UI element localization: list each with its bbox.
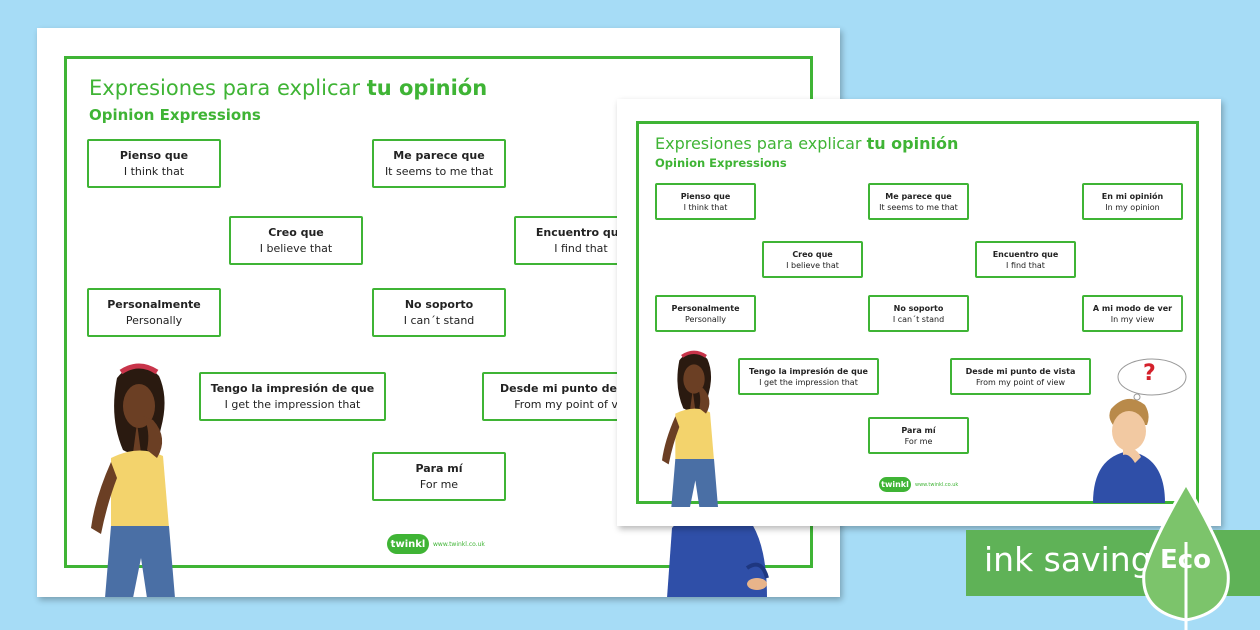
english-phrase: In my opinion bbox=[1105, 202, 1160, 212]
spanish-phrase: Pienso que bbox=[119, 149, 189, 162]
spanish-phrase: Encuentro que bbox=[992, 249, 1059, 259]
eco-label: Eco bbox=[1160, 545, 1212, 575]
phrase-card: Personalmente Personally bbox=[87, 288, 221, 337]
english-phrase: Personally bbox=[685, 314, 726, 324]
phrase-card: Para mí For me bbox=[868, 417, 969, 454]
logo-url: www.twinkl.co.uk bbox=[915, 481, 959, 488]
spanish-phrase: Tengo la impresión de que bbox=[749, 366, 868, 376]
phrase-card: Encuentro que I find that bbox=[975, 241, 1076, 278]
twinkl-logo: twinkl www.twinkl.co.uk bbox=[387, 534, 485, 554]
spanish-phrase: Creo que bbox=[268, 226, 324, 239]
thought-bubble-icon bbox=[1117, 358, 1187, 403]
spanish-phrase: Personalmente bbox=[107, 298, 201, 311]
title-regular: Expresiones para explicar bbox=[89, 76, 360, 100]
phrase-card: A mi modo de ver In my view bbox=[1082, 295, 1183, 332]
twinkl-logo: twinkl www.twinkl.co.uk bbox=[879, 477, 958, 492]
phrase-card: Para mí For me bbox=[372, 452, 506, 501]
spanish-phrase: Tengo la impresión de que bbox=[210, 382, 375, 395]
english-phrase: I can´t stand bbox=[892, 314, 945, 324]
logo-url: www.twinkl.co.uk bbox=[433, 540, 485, 548]
phrase-card: No soporto I can´t stand bbox=[372, 288, 506, 337]
spanish-phrase: Creo que bbox=[792, 249, 833, 259]
english-phrase: I think that bbox=[123, 165, 185, 178]
english-phrase: I find that bbox=[554, 242, 608, 255]
english-phrase: I think that bbox=[683, 202, 728, 212]
question-mark-icon: ? bbox=[1143, 361, 1156, 386]
phrase-card: Desde mi punto de vista From my point of… bbox=[950, 358, 1091, 395]
title-bold: tu opinión bbox=[366, 76, 488, 100]
logo-cloud: twinkl bbox=[387, 534, 429, 554]
spanish-phrase: Para mí bbox=[901, 425, 936, 435]
phrase-card: En mi opinión In my opinion bbox=[1082, 183, 1183, 220]
ink-saving-text: ink saving bbox=[984, 540, 1152, 579]
spanish-phrase: Pienso que bbox=[680, 191, 731, 201]
english-phrase: I find that bbox=[1006, 260, 1045, 270]
spanish-phrase: No soporto bbox=[404, 298, 474, 311]
phrase-card: Creo que I believe that bbox=[762, 241, 863, 278]
spanish-phrase: En mi opinión bbox=[1101, 191, 1164, 201]
boy-illustration-partial bbox=[667, 505, 769, 597]
spanish-phrase: Personalmente bbox=[671, 303, 740, 313]
spanish-phrase: Desde mi punto de vista bbox=[965, 366, 1076, 376]
phrase-card: Creo que I believe that bbox=[229, 216, 363, 265]
title-bold: tu opinión bbox=[866, 134, 959, 153]
worksheet-title: Expresiones para explicar tu opinión bbox=[89, 76, 487, 100]
worksheet-subtitle: Opinion Expressions bbox=[655, 156, 787, 170]
english-phrase: Personally bbox=[125, 314, 183, 327]
english-phrase: For me bbox=[904, 436, 933, 446]
boy-thinking-illustration bbox=[1093, 398, 1165, 503]
english-phrase: I get the impression that bbox=[759, 377, 858, 387]
spanish-phrase: A mi modo de ver bbox=[1092, 303, 1173, 313]
english-phrase: I get the impression that bbox=[224, 398, 361, 411]
phrase-card: No soporto I can´t stand bbox=[868, 295, 969, 332]
phrase-card: Tengo la impresión de que I get the impr… bbox=[199, 372, 386, 421]
spanish-phrase: Desde mi punto de vista bbox=[500, 382, 651, 395]
phrase-card: Me parece que It seems to me that bbox=[868, 183, 969, 220]
spanish-phrase: No soporto bbox=[893, 303, 944, 313]
spanish-phrase: Me parece que bbox=[393, 149, 485, 162]
spanish-phrase: Para mí bbox=[415, 462, 463, 475]
worksheet-subtitle: Opinion Expressions bbox=[89, 106, 261, 124]
english-phrase: In my view bbox=[1110, 314, 1155, 324]
girl-thinking-illustration bbox=[662, 350, 718, 507]
phrase-card: Me parece que It seems to me that bbox=[372, 139, 506, 188]
phrase-card: Pienso que I think that bbox=[87, 139, 221, 188]
english-phrase: It seems to me that bbox=[879, 202, 958, 212]
worksheet-title: Expresiones para explicar tu opinión bbox=[655, 134, 958, 153]
eco-leaf-icon bbox=[1142, 482, 1230, 630]
phrase-card: Pienso que I think that bbox=[655, 183, 756, 220]
logo-cloud: twinkl bbox=[879, 477, 911, 492]
english-phrase: For me bbox=[419, 478, 459, 491]
phrase-card: Tengo la impresión de que I get the impr… bbox=[738, 358, 879, 395]
english-phrase: I believe that bbox=[786, 260, 839, 270]
phrase-card: Personalmente Personally bbox=[655, 295, 756, 332]
english-phrase: I believe that bbox=[259, 242, 333, 255]
title-regular: Expresiones para explicar bbox=[655, 134, 862, 153]
girl-thinking-illustration bbox=[91, 363, 175, 597]
english-phrase: From my point of view bbox=[514, 398, 637, 411]
worksheet-preview-front: Expresiones para explicar tu opinión Opi… bbox=[617, 99, 1221, 526]
worksheet-border bbox=[636, 121, 1199, 504]
spanish-phrase: Me parece que bbox=[885, 191, 952, 201]
english-phrase: It seems to me that bbox=[384, 165, 494, 178]
english-phrase: I can´t stand bbox=[403, 314, 475, 327]
spanish-phrase: Encuentro que bbox=[535, 226, 627, 239]
english-phrase: From my point of view bbox=[975, 377, 1066, 387]
